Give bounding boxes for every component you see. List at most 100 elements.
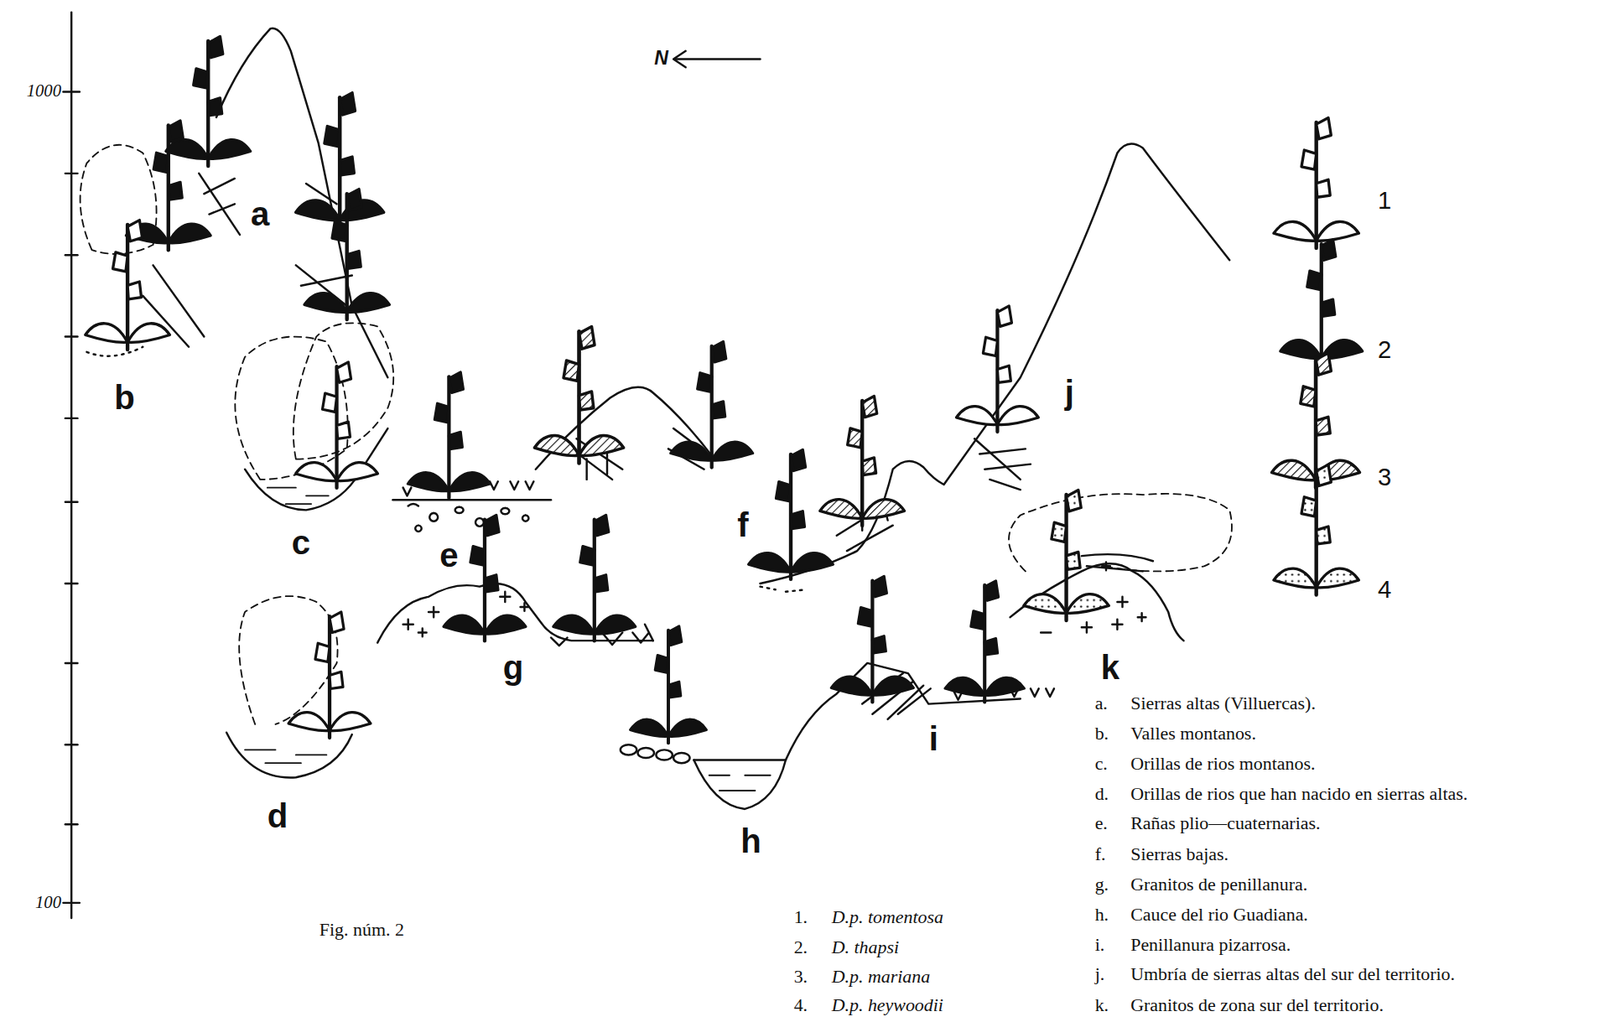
zone-letter-key: k. [1095,996,1109,1017]
drawing-use [630,626,707,743]
zone-letter-key: e. [1095,815,1108,836]
drawing-use [288,612,371,738]
zone-letter-key: d. [1095,784,1109,806]
north-label: N [654,48,669,70]
zone-description: Granitos de penillanura. [1130,875,1308,896]
zone-description: Cauce del rio Guadiana. [1130,905,1309,926]
drawing-use [166,36,251,167]
drawing-line [65,823,78,826]
species-number: 1. [794,908,808,929]
drawing-use [945,581,1024,703]
drawing-use [296,362,379,489]
drawing-use [553,514,636,641]
drawing-ellipse [620,744,637,755]
drawing-path [760,144,1231,584]
zone-description: Orillas de rios que han nacido en sierra… [1130,784,1468,806]
axis-value: 100 [35,893,62,913]
legend-number: 4 [1377,576,1392,603]
figure-caption: Fig. núm. 2 [319,920,405,941]
drawing-line [62,90,79,93]
drawing-path [974,438,1031,490]
drawing-path [693,758,786,761]
zone-letter-key: a. [1095,694,1108,715]
altitude-axis [62,12,79,920]
zone-description: Rañas plio—cuaternarias. [1130,815,1320,836]
drawing-use [748,449,834,579]
drawing-path [86,347,143,357]
zone-letter: k [1101,649,1120,687]
zone-letter: i [929,721,939,759]
drawing-use [407,372,490,499]
zone-letter: g [503,649,525,687]
drawing-use [831,576,914,702]
drawing-path [673,51,686,68]
drawing-line [65,417,78,420]
north-arrow [673,51,760,68]
zone-description: Sierras altas (Villuercas). [1130,694,1316,715]
zone-letter: a [250,195,270,233]
zone-letter: e [439,537,458,575]
species-number: 2. [794,937,808,958]
zone-letter: b [114,379,136,416]
drawing-path [1008,493,1232,572]
species-number: 3. [794,967,808,988]
zone-letter: d [267,797,289,835]
drawing-line [65,662,78,665]
legend-number: 3 [1377,463,1392,491]
zone-letter: f [737,507,749,545]
drawing-line [675,57,761,60]
zone-letter: h [740,823,762,861]
drawing-line [70,12,73,920]
zone-description: Sierras bajas. [1130,845,1229,866]
zone-letter: j [1064,374,1075,411]
drawing-line [65,500,78,503]
terrain [86,28,1230,810]
zone-letter-key: g. [1095,875,1109,896]
drawing-use [1023,490,1109,621]
legend-number: 1 [1377,187,1392,215]
drawing-use [1280,239,1363,366]
drawing-line [65,254,78,256]
species-name: D.p. mariana [831,967,930,988]
drawing-use [670,341,754,468]
species-number: 4. [794,996,808,1017]
species-name: D. thapsi [831,937,899,958]
zone-letter: c [291,524,311,562]
drawing-use [1273,464,1359,595]
drawing-path [267,488,329,504]
tree-outlines [80,145,1232,725]
species-name: D.p. heywoodii [831,996,944,1017]
plant-figures [85,36,1363,744]
zone-letter-key: h. [1095,905,1109,926]
drawing-ellipse [673,753,690,764]
drawing-use [534,327,624,464]
axis-value: 1000 [26,82,62,102]
drawing-path [709,775,771,791]
drawing-line [65,172,78,175]
drawing-path [392,498,551,501]
drawing-use [1273,117,1359,248]
drawing-line [65,335,78,338]
drawing-path [226,732,353,779]
zone-letter-key: j. [1095,966,1106,987]
drawing-ellipse [655,749,672,760]
drawing-path [760,587,807,593]
legend-number: 2 [1377,336,1392,364]
zone-letter-key: b. [1095,724,1109,745]
drawing-line [65,582,78,585]
drawing-path [244,749,327,764]
drawing-line [62,902,79,904]
zone-description: Granitos de zona sur del territorio. [1130,996,1384,1017]
drawing-path [408,503,530,532]
drawing-use [443,514,526,641]
zone-letter-key: c. [1095,754,1108,775]
zone-description: Orillas de rios montanos. [1130,754,1315,775]
drawing-use [296,93,385,229]
drawing-use [955,306,1039,432]
drawing-line [65,743,78,746]
zone-description: Umbría de sierras altas del sur del terr… [1130,966,1455,987]
species-name: D.p. tomentosa [831,908,944,929]
zone-description: Penillanura pizarrosa. [1130,935,1291,956]
